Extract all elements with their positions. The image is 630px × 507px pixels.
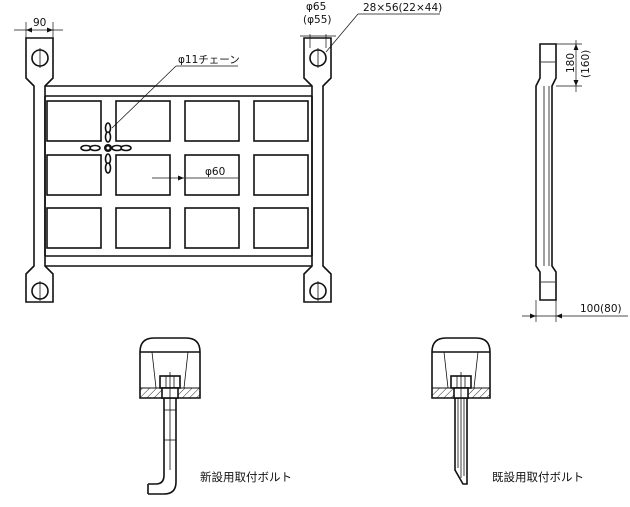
slot-dim-label: 28×56(22×44) [363, 2, 442, 14]
caption-new-bolt: 新設用取付ボルト [200, 470, 292, 484]
detail-new-bolt: 新設用取付ボルト [139, 337, 292, 495]
grid-cells [46, 100, 309, 249]
hole-dim-alt-label: (φ55) [303, 14, 331, 26]
detail-existing-bolt: 既設用取付ボルト [431, 337, 584, 485]
frame-outline [25, 37, 54, 303]
mounting-hole-top-left [31, 48, 49, 68]
side-depth-dim-label: 100(80) [580, 303, 622, 315]
mounting-hole-top-right [309, 48, 327, 68]
cell-dim-label: φ60 [205, 166, 225, 178]
chain-label: φ11チェーン [178, 54, 240, 66]
width-dim-label: 90 [33, 17, 46, 29]
side-top-dim-alt-label: (160) [580, 50, 592, 78]
side-view: 180 (160) 100(80) [522, 40, 628, 322]
chain-junction [80, 122, 132, 174]
mounting-hole-bottom-right [309, 281, 327, 301]
caption-existing-bolt: 既設用取付ボルト [492, 470, 584, 484]
hole-dim-label: φ65 [306, 1, 326, 13]
front-view: φ11チェーン φ60 90 φ65 (φ55) 28×56(22×44) [14, 1, 442, 303]
side-top-dim-label: 180 [565, 53, 577, 73]
mounting-hole-bottom-left [31, 281, 49, 301]
